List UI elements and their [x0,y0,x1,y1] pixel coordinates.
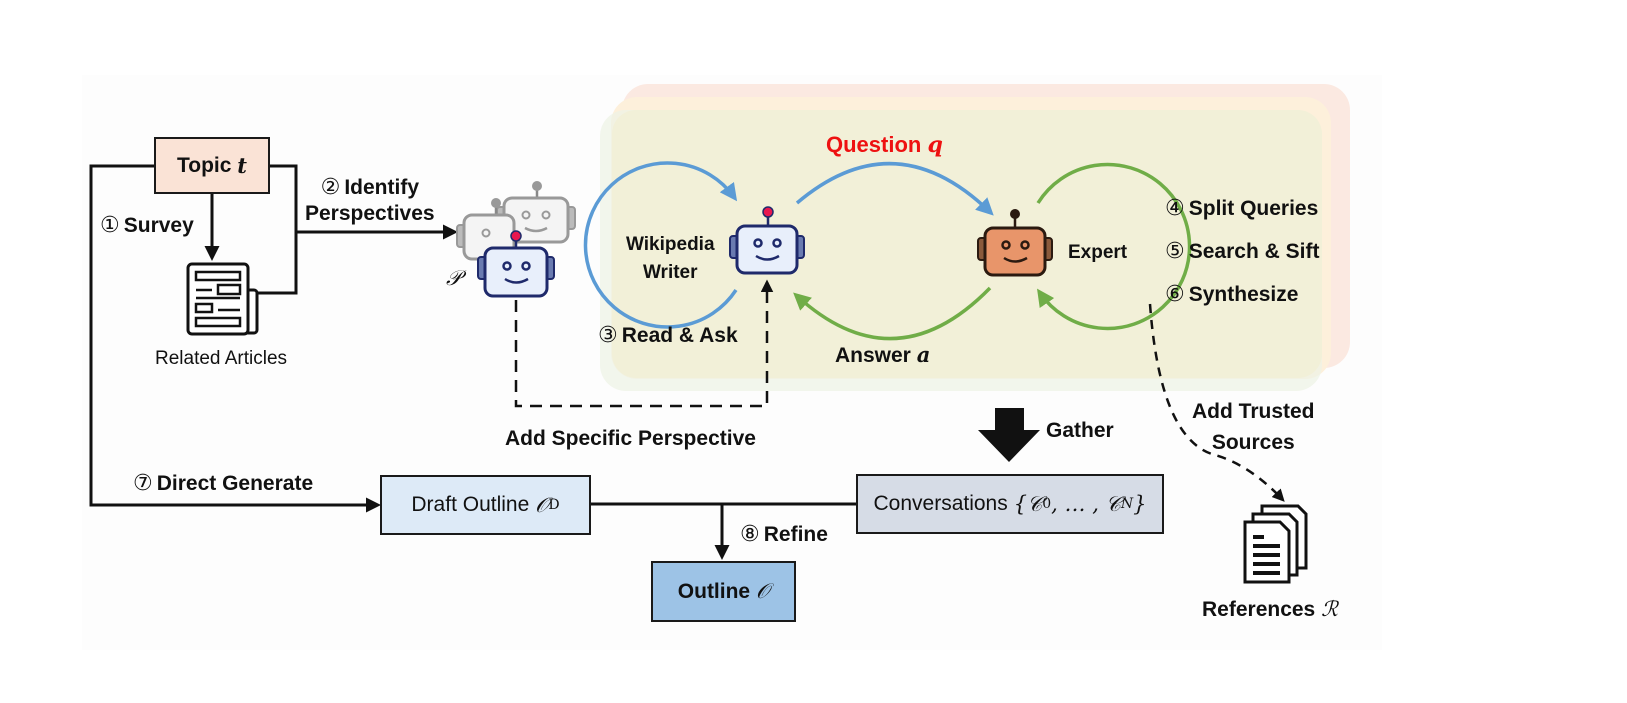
references-label: References ℛ [1202,597,1338,621]
question-label: Question q [826,132,943,158]
expert-label: Expert [1068,242,1128,263]
panel-front-inner [612,110,1322,378]
expert-loop-arrow [1036,162,1192,331]
direct-generate-line [89,164,381,513]
gather-label: Gather [1046,419,1114,442]
perspectives-symbol: 𝒫 [446,266,462,290]
perspective-robot-gray-back [496,181,576,244]
topic-variable: t [237,153,247,178]
add-trusted-sources-label: Add Trusted Sources [1192,400,1315,454]
topic-label: Topic [177,153,232,177]
gather-arrow-icon [978,408,1040,462]
question-arrow [795,162,994,216]
topic-box: Topic t [154,137,270,194]
identify-line [256,164,298,295]
newspaper-icon [186,262,259,336]
add-specific-perspective-label: Add Specific Perspective [505,427,756,450]
wikipedia-writer-label: Wikipedia Writer [626,234,715,283]
wikipedia-writer-robot-icon [729,206,805,275]
documents-stack-icon [1243,504,1308,584]
answer-arrow [793,286,992,341]
add-trusted-sources-path [1148,303,1285,502]
writer-loop-arrow [583,161,738,329]
related-articles-label: Related Articles [155,348,288,369]
perspective-robot-blue [477,230,555,298]
answer-label: Answer a [835,342,931,367]
expert-robot-icon [977,209,1053,277]
outline-box: Outline 𝒪 [651,561,796,622]
add-specific-perspective-path [514,279,774,408]
